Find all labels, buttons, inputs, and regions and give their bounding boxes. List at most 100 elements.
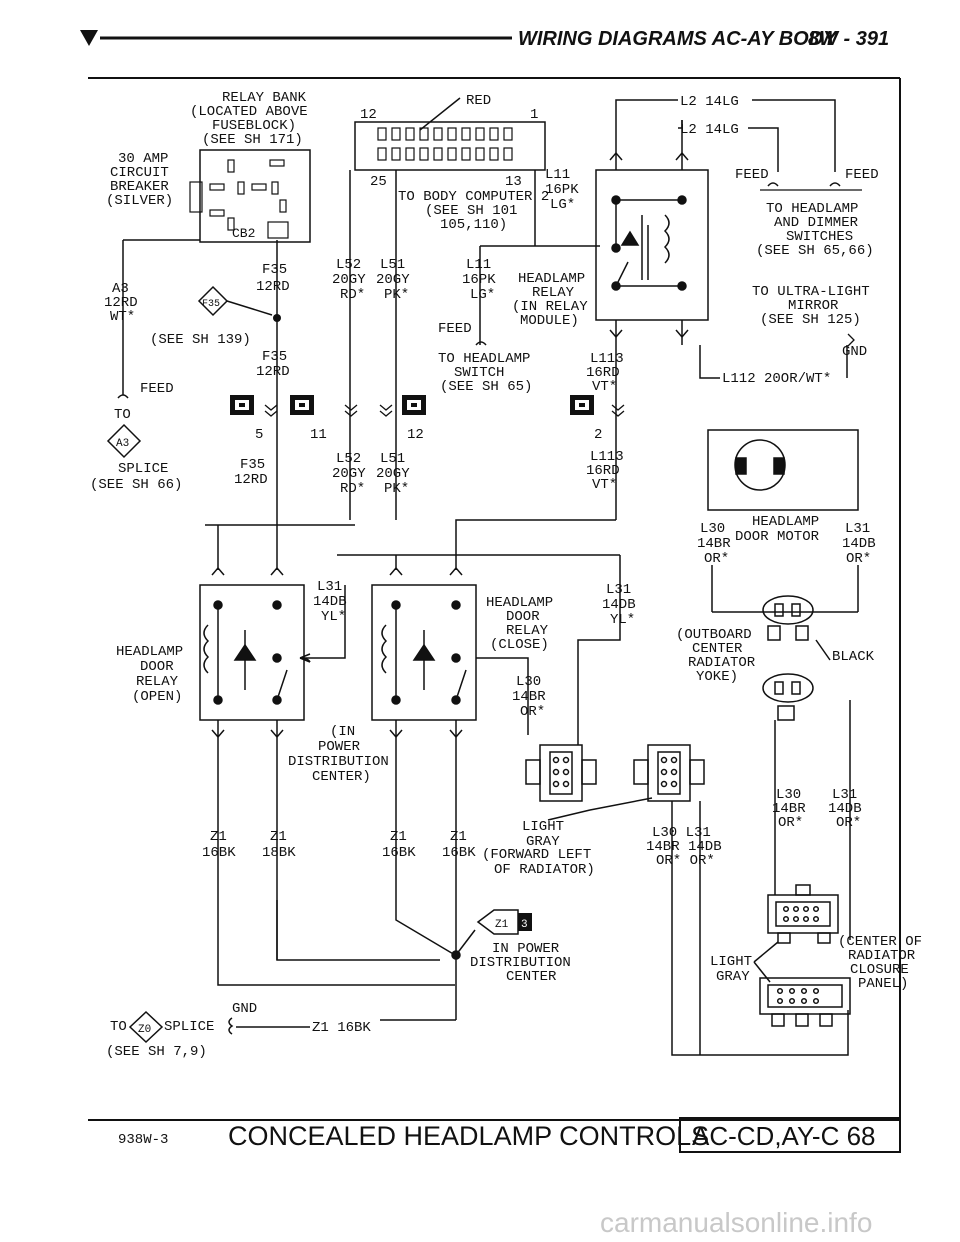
light-gray-connector-forward [525,744,849,1056]
in-pdc-label: (IN POWER DISTRIBUTION CENTER) [288,724,397,785]
headlamp-door-motor [707,429,859,511]
l30-right-label: L30 14BR OR* [772,787,814,831]
svg-text:3: 3 [521,919,528,931]
footer-title: CONCEALED HEADLAMP CONTROLS [228,1121,709,1151]
relay-pin-13: 13 [505,174,522,190]
z1-wire-3: Z1 16BK [382,829,416,861]
hdr-open-label: HEADLAMP DOOR RELAY (OPEN) [116,644,192,705]
l31-left-label: L31 14DB YL* [313,579,355,625]
relay-pin-25: 25 [370,174,387,190]
a3-splice-icon [106,423,142,459]
l52-top-label: L52 20GY RD* [332,257,374,303]
l2-b-label: L2 14LG [680,122,739,138]
conn-pin-5: 5 [255,427,263,443]
footer-code: 938W-3 [118,1132,168,1148]
diagram-border [88,77,901,1150]
gnd-right-label: GND [842,344,867,360]
body-computer-label: TO BODY COMPUTER 2 (SEE SH 101 105,110) [398,189,558,233]
l52-l51-wires: L52 20GY RD* L51 20GY PK* L52 20GY RD* L… [332,170,418,520]
z1-ground-wires [217,890,476,1021]
cb2-label: CB2 [232,226,255,241]
connector-icon [290,395,314,415]
to-z0-to: TO [110,1019,127,1035]
see-sh-139: (SEE SH 139) [150,332,251,348]
z1-wire-2: Z1 18BK [262,829,296,861]
l11-circuit: L11 16PK LG* L11 16PK LG* FEED TO HEADLA… [438,167,600,395]
l51-bot-label: L51 20GY PK* [376,451,418,497]
relay-pin-row-top [377,127,513,141]
connector-icon [402,395,426,415]
black-label: BLACK [832,649,875,665]
feed-right-2: FEED [845,167,879,183]
z0-splice-icon [128,1010,164,1044]
l113-bot-label: L113 16RD VT* [586,449,632,493]
door-relay-open [199,524,355,960]
l113-circuit: L113 16RD VT* L113 16RD VT* [455,345,632,570]
door-motor-label: HEADLAMP DOOR MOTOR [735,514,828,545]
center-radiator-label: (CENTER OF RADIATOR CLOSURE PANEL) [838,934,930,992]
f35-bot-label: F35 12RD [234,457,274,488]
see-sh-79: (SEE SH 7,9) [106,1044,207,1060]
a3-circuit: A3 12RD WT* FEED TO A3 SPLICE (SEE SH 66… [90,239,200,493]
f35-circuit: F35 12RD F35 (SEE SH 139) F35 12RD F35 1… [150,240,296,525]
page-footer: 938W-3 CONCEALED HEADLAMP CONTROLS AC-CD… [118,1117,901,1153]
feed-mid-label: FEED [438,321,472,337]
l31-right2-label: L31 14DB OR* [828,787,870,831]
l52-bot-label: L52 20GY RD* [332,451,374,497]
connector-row: 5 11 12 2 [230,395,625,443]
z1-splice-tag: Z1 3 [476,909,532,935]
l11-top-label: L11 16PK LG* [545,167,587,213]
f35-mid-label: F35 12RD [256,349,296,380]
relay-pin-row-bottom [377,147,513,161]
ground-splice: TO Z0 SPLICE GND Z1 16BK (SEE SH 7,9) [106,1001,371,1060]
z1-wire-1: Z1 16BK [202,829,236,861]
circuit-breaker-label: 30 AMP CIRCUIT BREAKER (SILVER) [106,151,177,209]
l30-motor-label: L30 14BR OR* [697,521,739,567]
z0-tag: Z0 [138,1024,151,1036]
to-z0-splice: SPLICE [164,1019,214,1035]
connector-icon [570,395,594,415]
forward-left-label: (FORWARD LEFT OF RADIATOR) [482,847,600,878]
conn-pin-12: 12 [407,427,424,443]
footer-model: AC-CD,AY-C 68 [692,1121,876,1151]
hdr-close-label: HEADLAMP DOOR RELAY (CLOSE) [486,595,562,653]
light-gray-2-label: LIGHT GRAY [710,954,760,985]
l112-label: L112 20OR/WT* [722,371,831,387]
ultra-light-label: TO ULTRA-LIGHT MIRROR (SEE SH 125) [752,284,878,328]
l51-top-label: L51 20GY PK* [376,257,418,303]
to-label-left: TO [114,407,131,423]
connector-icon [230,395,254,415]
l31-right-label: L31 14DB YL* [602,582,644,628]
l31-motor-label: L31 14DB OR* [842,521,884,567]
z1-wire-4: Z1 16BK [442,829,476,861]
feed-left-label: FEED [140,381,174,397]
splice-left-label: SPLICE (SEE SH 66) [90,461,182,493]
dimmer-label: TO HEADLAMP AND DIMMER SWITCHES (SEE SH … [756,201,874,259]
header-arrow-icon [80,30,98,46]
f35-top-label: F35 12RD [256,262,296,295]
motor-connector [711,565,859,721]
l2-wires: L2 14LG L2 14LG FEED FEED TO HEADLAMP AN… [615,94,879,387]
z1-bottom-label: Z1 16BK [312,1020,371,1036]
relay-bank-label: RELAY BANK (LOCATED ABOVE FUSEBLOCK) (SE… [190,90,316,148]
gnd-bottom-label: GND [232,1001,257,1017]
relay-pin-1: 1 [530,107,538,123]
relay-bank: RELAY BANK (LOCATED ABOVE FUSEBLOCK) (SE… [190,90,546,190]
a3-tag: A3 [116,438,129,450]
f35-tag: F35 [202,299,220,310]
l113-top-label: L113 16RD VT* [586,351,632,395]
f35-tag-icon [197,285,229,317]
l2-a-label: L2 14LG [680,94,739,110]
feed-right-1: FEED [735,167,769,183]
l11-mid-label: L11 16PK LG* [462,257,504,303]
l30-l31-mid-label: L30 L31 14BR 14DB OR* OR* [646,825,730,869]
relay-pin-red: RED [466,93,491,109]
light-gray-1-label: LIGHT GRAY [522,819,572,850]
headlamp-relay-box [595,120,709,345]
door-relay-close [304,554,621,890]
header-title: WIRING DIAGRAMS AC-AY BODY [518,28,838,50]
conn-pin-2: 2 [594,427,602,443]
headlamp-relay-label: HEADLAMP RELAY (IN RELAY MODULE) [512,271,596,329]
svg-text:TO BODY COMPUTER 2 (SEE: TO BODY COMPUTER 2 (SEE SH 101 105,110) [398,189,558,233]
